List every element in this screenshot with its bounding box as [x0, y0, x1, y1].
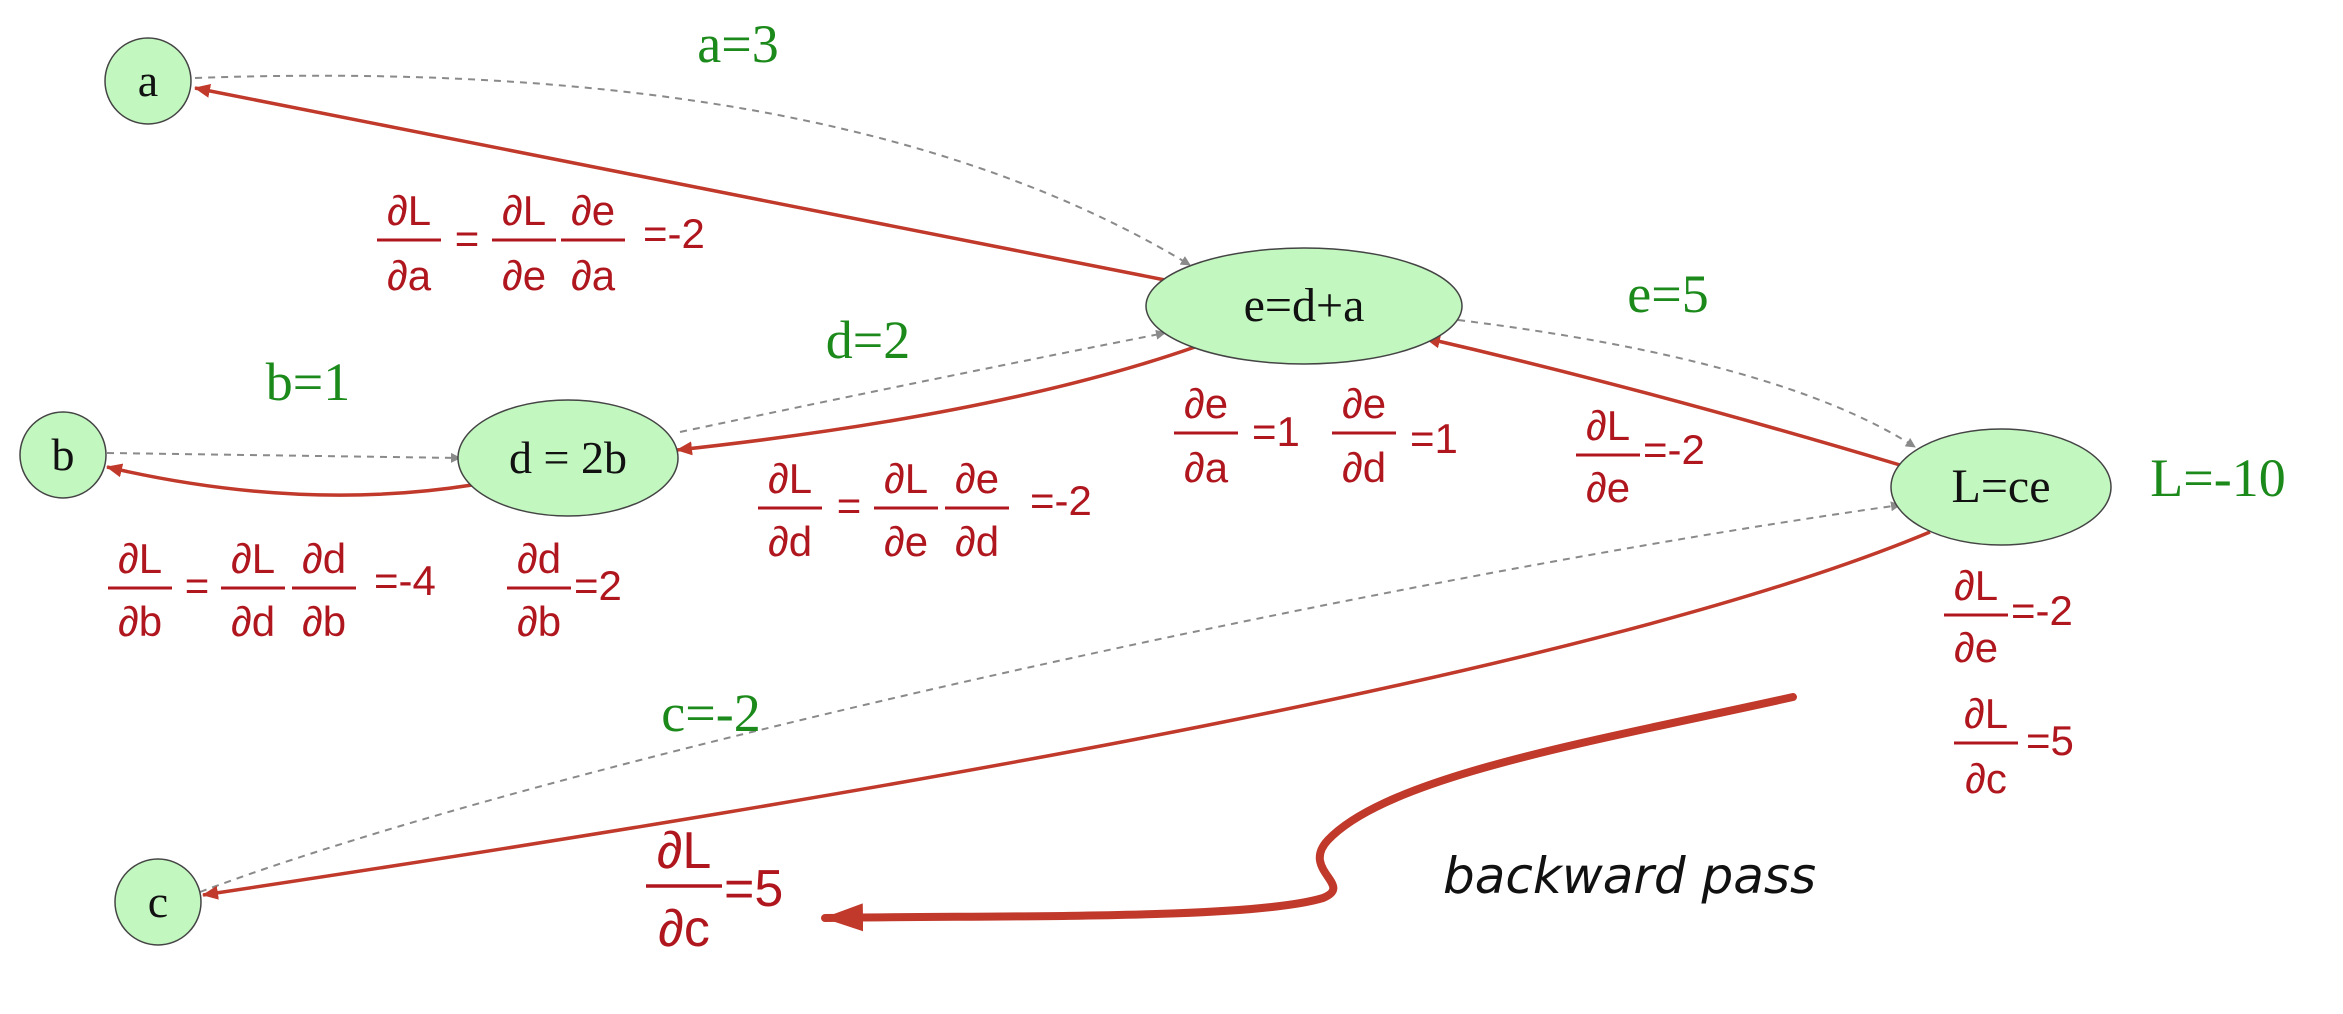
svg-text:=-4: =-4: [374, 557, 436, 604]
backward-edge-e-a: [194, 84, 1166, 282]
node-c-label: c: [148, 876, 168, 927]
svg-text:∂L: ∂L: [1586, 402, 1630, 449]
node-a-label: a: [138, 55, 158, 106]
node-e: e=d+a: [1145, 247, 1463, 365]
grad-dL-dc-bottom: ∂L ∂c =5: [646, 822, 783, 958]
svg-text:=5: =5: [2026, 717, 2074, 764]
svg-text:∂d: ∂d: [231, 598, 275, 645]
backward-edge-L-e: [1424, 334, 1901, 467]
forward-edge-a-e: [194, 74, 1191, 266]
svg-text:=-2: =-2: [643, 210, 705, 257]
value-a: a=3: [697, 14, 778, 74]
svg-text:∂L: ∂L: [387, 187, 431, 234]
svg-text:∂L: ∂L: [1964, 690, 2008, 737]
value-e: e=5: [1627, 264, 1708, 324]
svg-text:=: =: [837, 482, 862, 529]
node-L-label: L=ce: [1952, 460, 2051, 513]
backward-pass-arrow: [821, 693, 1797, 932]
grad-de-da: ∂e ∂a =1: [1174, 380, 1300, 491]
grad-dL-db: ∂L ∂b = ∂L ∂d ∂d ∂b =-4: [108, 535, 436, 645]
svg-text:∂a: ∂a: [1184, 444, 1229, 491]
svg-text:∂b: ∂b: [517, 598, 561, 645]
svg-text:=5: =5: [724, 860, 783, 918]
value-b: b=1: [266, 352, 350, 412]
svg-text:∂d: ∂d: [302, 535, 346, 582]
svg-text:∂L: ∂L: [768, 455, 812, 502]
backward-edge-d-b: [106, 463, 473, 497]
svg-text:∂a: ∂a: [571, 252, 616, 299]
backward-edge-L-c: [202, 530, 1931, 900]
svg-text:∂c: ∂c: [1965, 755, 2007, 802]
forward-edge-b-d: [106, 452, 461, 463]
value-L: L=-10: [2150, 448, 2285, 508]
svg-text:∂b: ∂b: [118, 598, 162, 645]
node-a: a: [104, 37, 192, 125]
svg-text:∂e: ∂e: [502, 252, 546, 299]
svg-text:∂e: ∂e: [884, 518, 928, 565]
svg-text:∂L: ∂L: [884, 455, 928, 502]
svg-text:=1: =1: [1252, 408, 1300, 455]
svg-text:=1: =1: [1410, 415, 1458, 462]
svg-text:∂e: ∂e: [1342, 380, 1386, 427]
svg-text:∂L: ∂L: [1954, 562, 1998, 609]
value-c: c=-2: [661, 683, 760, 743]
forward-edge-c-L: [199, 501, 1901, 893]
backward-edge-e-d: [676, 345, 1196, 456]
grad-dL-de-mid: ∂L ∂e =-2: [1576, 402, 1705, 511]
node-d-label: d = 2b: [509, 432, 627, 483]
forward-edge-d-e: [679, 329, 1166, 433]
svg-text:∂d: ∂d: [517, 535, 561, 582]
svg-text:∂a: ∂a: [387, 252, 432, 299]
grad-dL-da: ∂L ∂a = ∂L ∂e ∂e ∂a =-2: [377, 187, 705, 299]
svg-text:∂e: ∂e: [1184, 380, 1228, 427]
svg-text:=-2: =-2: [1643, 426, 1705, 473]
svg-text:=: =: [455, 215, 480, 262]
forward-edge-e-L: [1457, 319, 1916, 448]
svg-text:=-2: =-2: [2011, 587, 2073, 634]
svg-text:∂e: ∂e: [1586, 464, 1630, 511]
grad-de-dd: ∂e ∂d =1: [1332, 380, 1458, 491]
node-d: d = 2b: [457, 399, 679, 517]
svg-text:=2: =2: [574, 562, 622, 609]
svg-text:∂e: ∂e: [571, 187, 615, 234]
svg-text:=-2: =-2: [1030, 477, 1092, 524]
svg-text:∂b: ∂b: [302, 598, 346, 645]
svg-text:∂e: ∂e: [1954, 624, 1998, 671]
svg-text:∂e: ∂e: [955, 455, 999, 502]
svg-text:∂L: ∂L: [502, 187, 546, 234]
svg-text:∂d: ∂d: [768, 518, 812, 565]
grad-dL-de-right: ∂L ∂e =-2: [1944, 562, 2073, 671]
node-c: c: [114, 858, 202, 946]
grad-dL-dc-right: ∂L ∂c =5: [1954, 690, 2074, 802]
node-b: b: [19, 411, 107, 499]
node-L: L=ce: [1890, 428, 2112, 546]
svg-text:∂L: ∂L: [231, 535, 275, 582]
node-e-label: e=d+a: [1244, 279, 1365, 332]
svg-text:∂d: ∂d: [1342, 444, 1386, 491]
svg-text:∂d: ∂d: [955, 518, 999, 565]
node-b-label: b: [52, 429, 75, 480]
grad-dL-dd: ∂L ∂d = ∂L ∂e ∂e ∂d =-2: [758, 455, 1092, 565]
svg-text:∂L: ∂L: [118, 535, 162, 582]
svg-text:∂c: ∂c: [658, 900, 710, 958]
svg-text:∂L: ∂L: [657, 822, 712, 880]
value-d: d=2: [826, 310, 910, 370]
backward-pass-caption: backward pass: [1443, 847, 1816, 905]
svg-text:=: =: [185, 562, 210, 609]
grad-dd-db: ∂d ∂b =2: [507, 535, 622, 645]
